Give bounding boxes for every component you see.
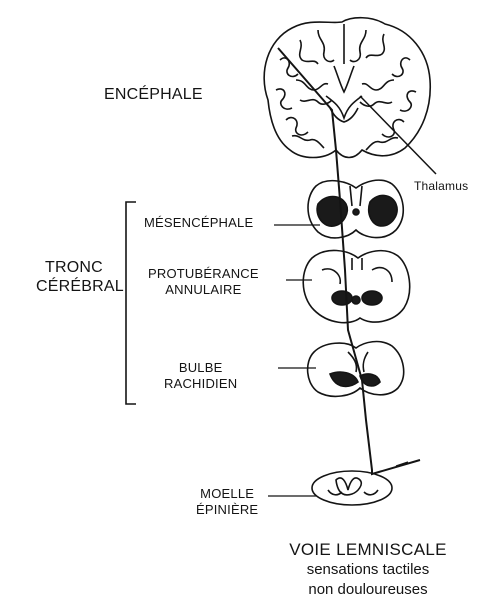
- caption-line2: non douloureuses: [268, 580, 468, 600]
- mesencephale-section: [308, 180, 403, 238]
- bulbe-section: [308, 342, 404, 397]
- label-thalamus: Thalamus: [414, 178, 468, 194]
- lemniscal-pathway-line: [278, 48, 420, 474]
- moelle-section: [312, 471, 392, 505]
- label-mesencephale: MÉSENCÉPHALE: [144, 215, 253, 231]
- label-protuberance-line2: ANNULAIRE: [148, 282, 259, 298]
- label-bulbe-rachidien: BULBE RACHIDIEN: [164, 360, 237, 392]
- label-tronc-line2: CÉRÉBRAL: [36, 277, 112, 296]
- thalamus-pointer-line: [360, 96, 436, 174]
- tronc-bracket: [126, 202, 136, 404]
- brain-coronal-section: [264, 18, 430, 158]
- pathway-caption: VOIE LEMNISCALE sensations tactiles non …: [268, 540, 468, 600]
- label-bulbe-line2: RACHIDIEN: [164, 376, 237, 392]
- label-tronc-cerebral: TRONC CÉRÉBRAL: [36, 258, 112, 296]
- label-protuberance: PROTUBÉRANCE ANNULAIRE: [148, 266, 259, 298]
- label-bulbe-line1: BULBE: [164, 360, 237, 376]
- label-moelle-epiniere: MOELLE ÉPINIÈRE: [196, 486, 258, 518]
- label-encephale: ENCÉPHALE: [104, 85, 203, 104]
- label-tronc-line1: TRONC: [36, 258, 112, 277]
- label-moelle-line2: ÉPINIÈRE: [196, 502, 258, 518]
- caption-title: VOIE LEMNISCALE: [268, 540, 468, 560]
- label-moelle-line1: MOELLE: [196, 486, 258, 502]
- protuberance-section: [303, 250, 409, 322]
- caption-line1: sensations tactiles: [268, 560, 468, 580]
- label-protuberance-line1: PROTUBÉRANCE: [148, 266, 259, 282]
